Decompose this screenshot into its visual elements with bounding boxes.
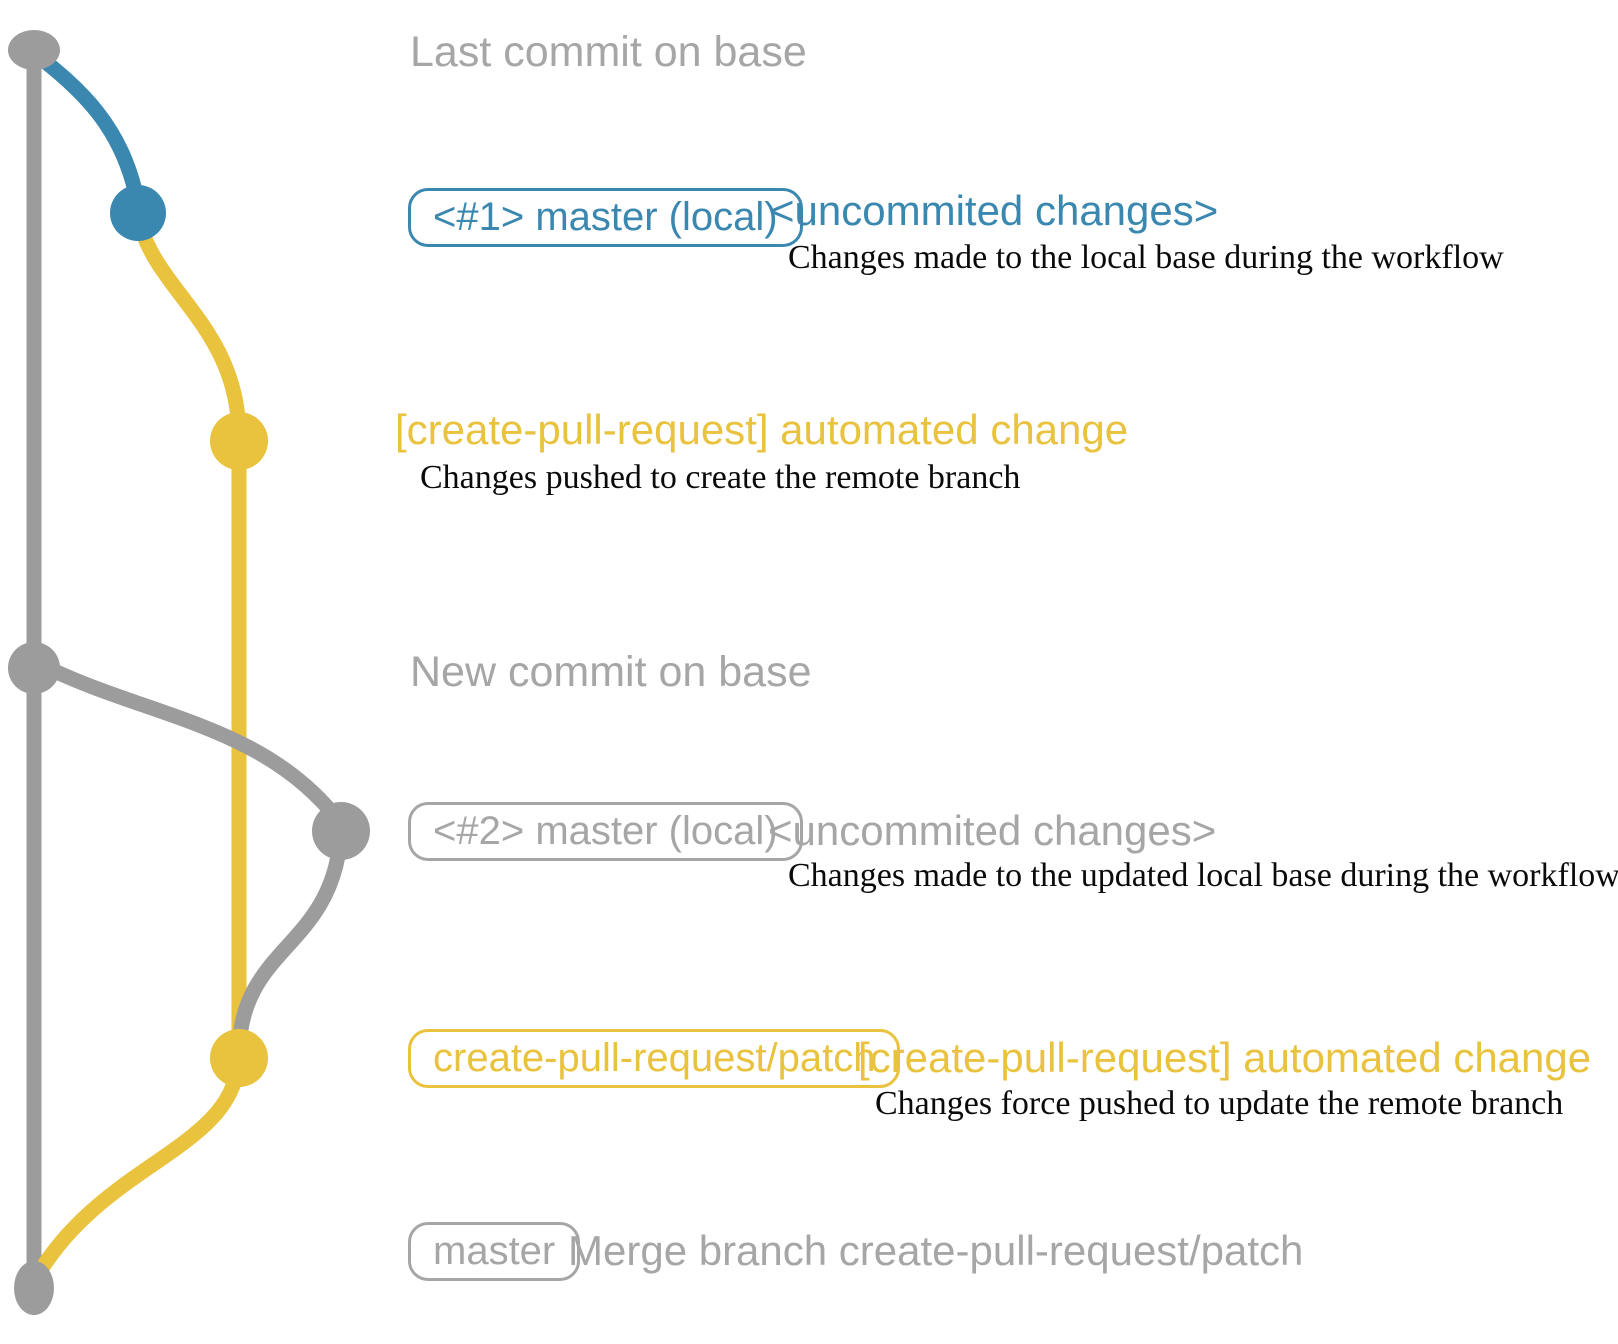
commit-local-master-1 xyxy=(110,185,166,241)
caption-local-changes-2: Changes made to the updated local base d… xyxy=(788,857,1618,894)
note-new-commit-on-base: New commit on base xyxy=(410,648,812,696)
note-last-commit-on-base: Last commit on base xyxy=(410,28,807,76)
badge-patch-branch: create-pull-request/patch xyxy=(408,1029,901,1088)
side-uncommited-changes-2: <uncommited changes> xyxy=(768,807,1217,854)
caption-force-pushed-update: Changes force pushed to update the remot… xyxy=(875,1085,1564,1122)
git-graph-svg xyxy=(8,30,370,1315)
commit-patch-2 xyxy=(210,1029,268,1087)
local-master-1-curve xyxy=(28,46,145,208)
side-automated-change-2: [create-pull-request] automated change xyxy=(858,1034,1592,1081)
badge-local-master-2: <#2> master (local) xyxy=(408,802,803,861)
commit-new-on-base xyxy=(8,642,60,694)
caption-local-changes-1: Changes made to the local base during th… xyxy=(788,239,1504,276)
badge-local-master-1: <#1> master (local) xyxy=(408,188,803,247)
badge-master: master xyxy=(408,1222,581,1281)
side-merge-branch: Merge branch create-pull-request/patch xyxy=(568,1227,1304,1274)
local2-to-patch-curve xyxy=(231,835,348,1058)
commit-last-on-base xyxy=(8,30,60,70)
caption-pushed-create-remote: Changes pushed to create the remote bran… xyxy=(420,459,1021,496)
side-automated-change-1: [create-pull-request] automated change xyxy=(395,406,1129,453)
merge-curve-bottom xyxy=(28,1056,246,1286)
commit-merge-on-base xyxy=(14,1261,54,1315)
patch-branch-curve-top xyxy=(132,216,247,442)
side-uncommited-changes-1: <uncommited changes> xyxy=(770,187,1219,234)
commit-local-master-2 xyxy=(312,802,370,860)
commit-patch-1 xyxy=(210,412,268,470)
local-master-2-curve xyxy=(28,654,346,828)
